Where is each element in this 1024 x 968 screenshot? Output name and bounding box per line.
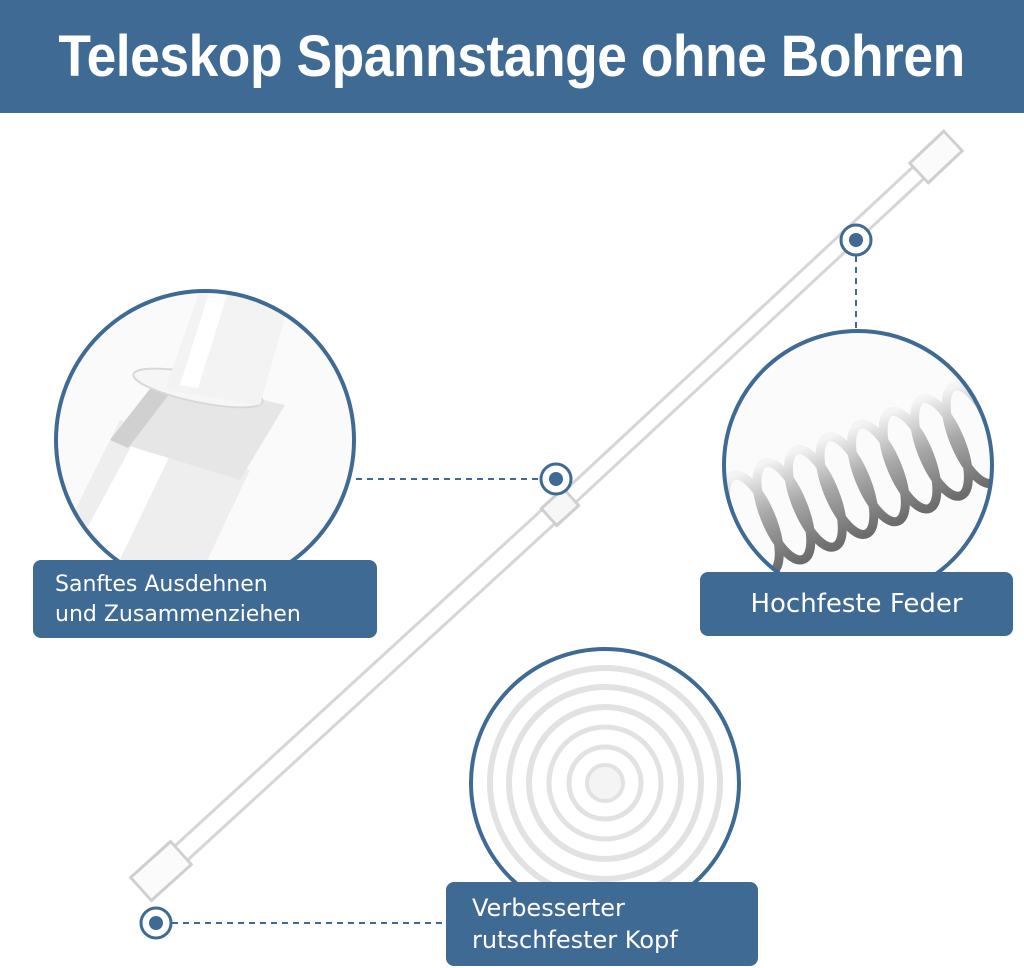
marker-dot-icon bbox=[839, 223, 873, 257]
feature-label-nonslip-head: Verbesserter rutschfester Kopf bbox=[446, 882, 758, 966]
telescopic-rod-image bbox=[128, 129, 965, 903]
marker-dot-icon bbox=[539, 462, 573, 496]
title-banner: Teleskop Spannstange ohne Bohren bbox=[0, 0, 1024, 113]
page-title: Teleskop Spannstange ohne Bohren bbox=[58, 24, 966, 89]
feature-label-line: und Zusammenziehen bbox=[55, 602, 301, 627]
spring-closeup-image bbox=[722, 329, 994, 601]
feature-label-line: rutschfester Kopf bbox=[472, 926, 678, 954]
feature-label-line: Hochfeste Feder bbox=[750, 589, 963, 619]
connector-lines bbox=[172, 256, 857, 924]
feature-label-spring: Hochfeste Feder bbox=[700, 572, 1013, 636]
rubber-end-cap-closeup-image bbox=[469, 647, 741, 919]
feature-label-smooth-extension: Sanftes Ausdehnen und Zusammenziehen bbox=[33, 560, 377, 638]
marker-dot-icon bbox=[139, 906, 173, 940]
rod-joint-closeup-image bbox=[54, 289, 356, 591]
feature-label-line: Verbesserter bbox=[472, 894, 625, 922]
feature-label-line: Sanftes Ausdehnen bbox=[55, 572, 268, 597]
